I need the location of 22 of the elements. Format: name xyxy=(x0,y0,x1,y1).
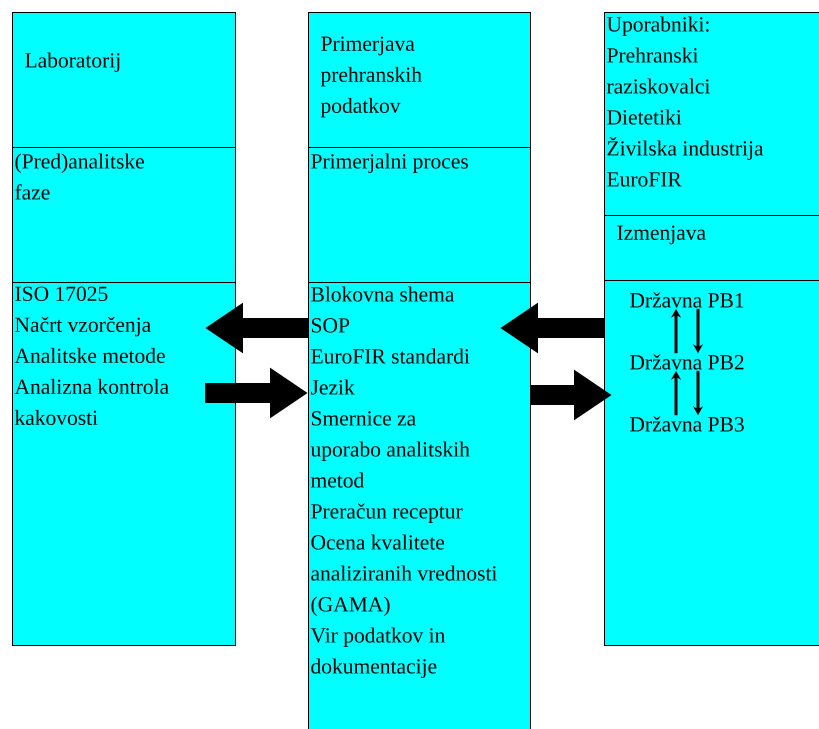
cell-box: Izmenjava xyxy=(604,215,819,281)
node-label: Vir podatkov in dokumentacije xyxy=(310,628,446,678)
node-label: Uporabniki: xyxy=(606,16,709,36)
node-label: Prehranski raziskovalci xyxy=(606,48,710,94)
node-label: SOP xyxy=(312,318,350,333)
node-label: Jezik xyxy=(310,380,355,395)
list-item: Državna PB3 xyxy=(630,416,744,432)
cell-box: Laboratorij xyxy=(12,12,236,148)
node-label: EuroFIR xyxy=(607,172,682,187)
list-item: Državna PB1 xyxy=(630,292,744,308)
node-label: EuroFIR standardi xyxy=(311,348,470,364)
node-label: Živilska industrija xyxy=(608,136,764,160)
node-label: Dietetiki xyxy=(607,110,682,125)
node-label: Preračun receptur xyxy=(311,503,463,524)
cell-box: Primerjalni proces xyxy=(308,147,531,283)
node-label: Smernice za uporabo analitskih metod xyxy=(310,411,470,488)
node-label: Izmenjava xyxy=(617,226,706,244)
cell-box: (Pred)analitske faze xyxy=(12,147,236,283)
list-item: Državna PB2 xyxy=(630,354,744,370)
cell-box: Primerjava prehranskih podatkov xyxy=(308,12,531,148)
node-label: Ocena kvalitete analiziranih vrednosti (GAMA) xyxy=(311,534,497,616)
node-label: Blokovna shema xyxy=(311,286,454,302)
